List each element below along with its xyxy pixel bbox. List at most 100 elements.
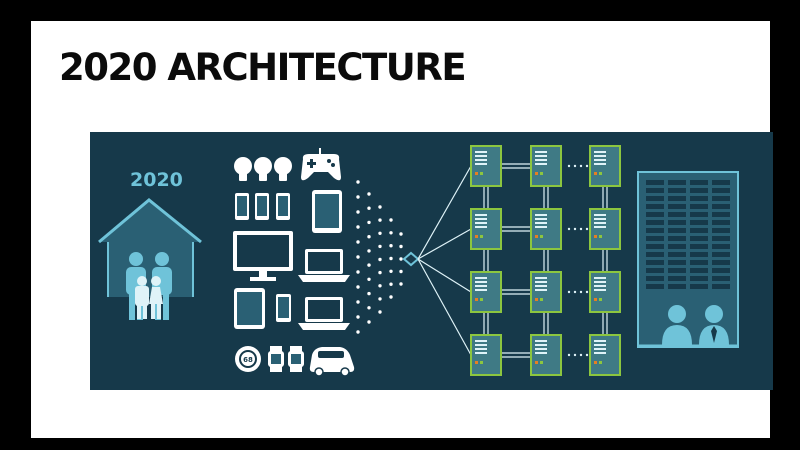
server-link-dot (573, 353, 577, 357)
monitor-icon (233, 231, 293, 281)
datacenter-window (668, 236, 686, 241)
datacenter-window (712, 196, 730, 201)
router-link (417, 165, 472, 260)
datacenter-window (668, 188, 686, 193)
server-link-dot (579, 164, 583, 168)
slide: 2020 ARCHITECTURE 2020 (31, 21, 773, 438)
datacenter-window (712, 244, 730, 249)
smartphone-icon (276, 294, 291, 322)
datacenter-window (668, 244, 686, 249)
datacenter-window (712, 220, 730, 225)
server-link-dot (567, 164, 571, 168)
signal-dot (367, 291, 371, 296)
smartwatch-icon (288, 346, 304, 372)
signal-dot (367, 263, 371, 267)
light-bulb-icon (254, 157, 272, 181)
signal-dots (356, 180, 403, 334)
server-link-dot (585, 164, 589, 168)
datacenter-window (646, 236, 664, 241)
signal-dot (389, 295, 393, 299)
light-bulb-icon (234, 157, 252, 181)
datacenter-window (690, 180, 708, 185)
datacenter-window (712, 180, 730, 185)
server-icon (530, 334, 562, 376)
datacenter-window (712, 228, 730, 233)
signal-dot (367, 277, 371, 281)
datacenter-window (690, 284, 708, 289)
datacenter-window (690, 196, 708, 201)
router-node-icon (402, 251, 420, 267)
signal-dot (367, 235, 371, 239)
datacenter-window (712, 260, 730, 265)
signal-dot (356, 315, 360, 319)
laptop-icon (298, 297, 350, 330)
family-icon (126, 252, 172, 320)
signal-dot (378, 297, 382, 301)
datacenter-window (712, 276, 730, 281)
server-icon (530, 271, 562, 313)
server-link-dot (579, 353, 583, 357)
server-link-dot (567, 227, 571, 231)
signal-dot (389, 244, 393, 248)
datacenter-window (712, 188, 730, 193)
datacenter-window (646, 276, 664, 281)
datacenter-window (646, 260, 664, 265)
signal-dot (399, 282, 403, 286)
signal-dot (378, 205, 382, 209)
server-icon (589, 208, 621, 250)
router-link (417, 228, 472, 260)
smartphone-icon (276, 193, 290, 220)
datacenter-window (690, 268, 708, 273)
datacenter-window (646, 228, 664, 233)
server-link-dot (585, 227, 589, 231)
signal-dot (378, 310, 382, 314)
datacenter-window (646, 212, 664, 217)
signal-dot (389, 282, 393, 286)
datacenter-window (646, 268, 664, 273)
datacenter-window (646, 180, 664, 185)
server-link-dot (585, 290, 589, 294)
datacenter-window (668, 204, 686, 209)
server-icon (470, 271, 502, 313)
datacenter-window (690, 188, 708, 193)
signal-dot (389, 269, 393, 273)
house-icon (98, 198, 202, 297)
thermostat-icon (235, 346, 261, 372)
signal-dot (356, 180, 360, 184)
datacenter-window (668, 252, 686, 257)
server-icon (589, 271, 621, 313)
signal-dot (367, 249, 371, 253)
car-icon (309, 347, 355, 377)
datacenter-window (690, 220, 708, 225)
server-icon (589, 334, 621, 376)
datacenter-window (646, 220, 664, 225)
smartphone-icon (235, 193, 249, 220)
datacenter-window (668, 196, 686, 201)
datacenter-window (712, 236, 730, 241)
server-link-dot (573, 290, 577, 294)
operators-icon (638, 297, 738, 348)
datacenter-window (646, 188, 664, 193)
datacenter-window (668, 284, 686, 289)
router-link (417, 258, 472, 356)
signal-dot (367, 320, 371, 324)
signal-dot (378, 270, 382, 275)
datacenter-window (646, 244, 664, 249)
laptop-icon (298, 249, 350, 282)
signal-dot (356, 330, 360, 334)
thermostat-reading: 68 (243, 356, 253, 364)
datacenter-window (668, 268, 686, 273)
signal-dot (389, 231, 393, 235)
signal-dot (378, 257, 382, 262)
signal-dot (399, 232, 403, 236)
server-links (417, 163, 608, 358)
datacenter-window (668, 228, 686, 233)
server-icon (530, 208, 562, 250)
light-bulb-icon (274, 157, 292, 181)
datacenter-grid (646, 180, 730, 289)
signal-dot (399, 244, 403, 249)
datacenter-window (668, 276, 686, 281)
datacenter-window (690, 228, 708, 233)
smartphone-icon (255, 193, 269, 220)
datacenter-window (646, 204, 664, 209)
